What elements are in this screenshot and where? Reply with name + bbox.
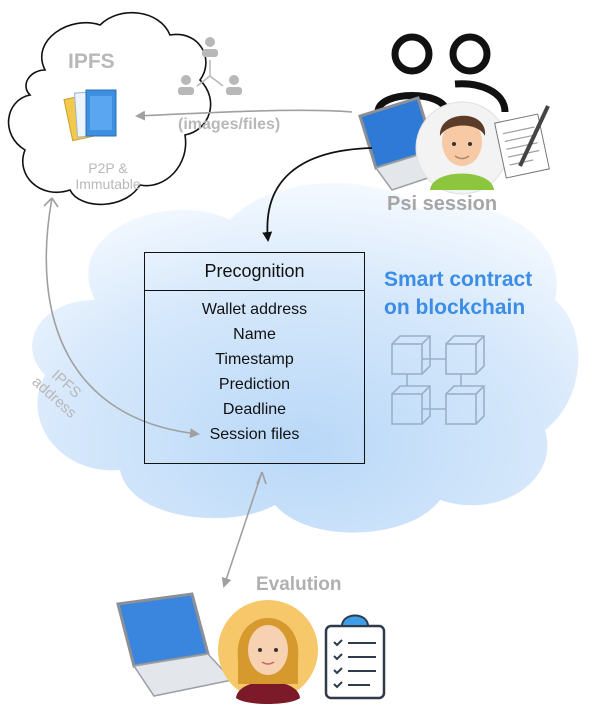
precognition-title: Precognition	[145, 253, 364, 291]
network-nodes-icon	[178, 37, 242, 95]
evaluation-label: Evalution	[256, 574, 342, 595]
field-prediction: Prediction	[218, 376, 291, 393]
precognition-record: Precognition Wallet address Name Timesta…	[144, 252, 365, 464]
notepad-icon	[494, 105, 550, 179]
laptop-icon	[116, 592, 234, 697]
images-files-label: (images/files)	[178, 116, 281, 133]
files-icon	[63, 89, 117, 142]
ipfs-title: IPFS	[68, 50, 115, 73]
precognition-fields: Wallet address Name Timestamp Prediction…	[145, 297, 364, 447]
smart-contract-label: Smart contract on blockchain	[384, 268, 533, 319]
blockchain-blocks-icon	[391, 335, 485, 425]
field-timestamp: Timestamp	[215, 351, 294, 368]
arrow-psi-to-ipfs	[135, 109, 353, 121]
arrow-psi-to-contract	[262, 147, 373, 242]
arrow-ipfs-to-session-files	[43, 197, 200, 439]
field-session-files: Session files	[209, 426, 300, 443]
psi-session-label: Psi session	[387, 193, 498, 215]
field-deadline: Deadline	[222, 401, 287, 418]
clipboard-checklist-icon	[324, 614, 386, 700]
blockchain-cloud	[32, 182, 579, 533]
users-group-icon	[374, 33, 509, 113]
field-name: Name	[233, 326, 276, 343]
field-wallet-address: Wallet address	[201, 301, 308, 318]
arrow-contract-to-evaluation	[221, 471, 267, 588]
male-avatar-icon	[415, 101, 509, 195]
ipfs-subtitle: P2P & Immutable	[75, 160, 141, 192]
female-avatar-icon	[218, 600, 318, 704]
